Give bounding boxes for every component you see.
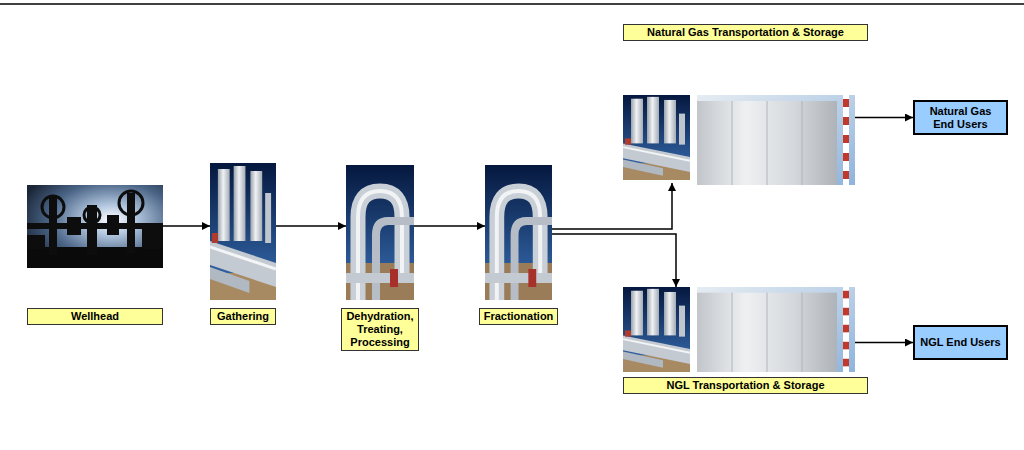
flow-arrow (163, 225, 210, 227)
end-user-box: Natural Gas End Users (913, 100, 1008, 135)
fractionation-photo (485, 165, 552, 300)
stage-node: Wellhead (27, 185, 163, 268)
stage-label: NGL Transportation & Storage (623, 377, 868, 394)
storage-tank-photo (697, 95, 855, 185)
stage-label: Dehydration, Treating, Processing (341, 308, 419, 351)
pipeline-photo (623, 287, 690, 372)
stage-label: Gathering (210, 308, 276, 325)
pipeline-photo (623, 95, 690, 180)
processing-photo (346, 165, 414, 300)
wellhead-photo (27, 185, 163, 268)
box-text: Natural Gas End Users (919, 105, 1002, 131)
stage-node: Gathering (210, 163, 276, 300)
storage-tank-photo (697, 287, 855, 372)
gathering-photo (210, 163, 276, 300)
flow-arrow (855, 117, 913, 119)
flow-arrow (414, 225, 485, 227)
stage-label: Natural Gas Transportation & Storage (623, 24, 868, 41)
stage-node: Fractionation (485, 165, 552, 300)
stage-label: Wellhead (27, 308, 163, 325)
flow-arrow (552, 234, 676, 287)
end-user-box: NGL End Users (913, 325, 1008, 360)
stage-node: NGL Transportation & Storage (623, 287, 855, 372)
stage-label: Fractionation (479, 308, 558, 325)
header-rule (0, 3, 1024, 5)
stage-node: Dehydration, Treating, Processing (346, 165, 414, 300)
stage-node: Natural Gas Transportation & Storage (623, 95, 855, 183)
flow-arrow (552, 183, 672, 229)
flow-arrow (276, 225, 346, 227)
flow-arrow (855, 342, 913, 344)
box-text: NGL End Users (920, 336, 1001, 349)
